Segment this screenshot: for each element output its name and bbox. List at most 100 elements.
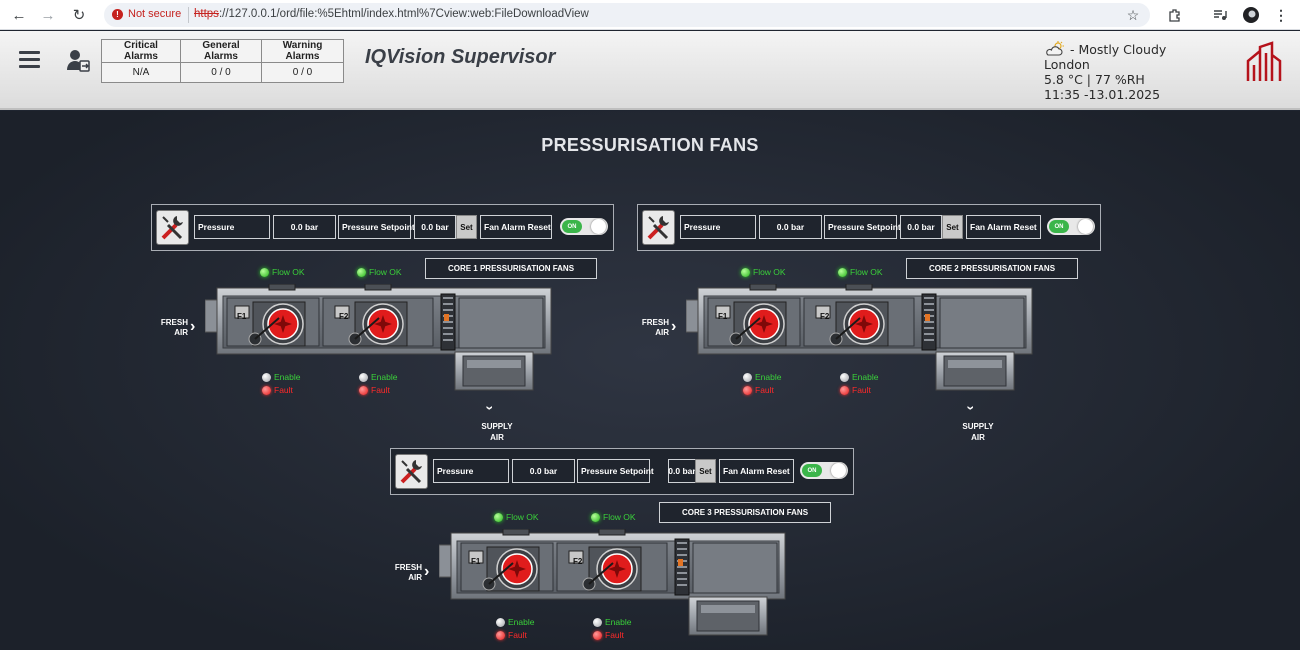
pressure-value: 0.0 bar bbox=[759, 215, 822, 239]
chevron-right-icon: › bbox=[424, 563, 430, 580]
fault-led-icon bbox=[359, 385, 368, 395]
arrow-left-icon[interactable]: ← bbox=[11, 6, 27, 24]
toggle-knob bbox=[591, 219, 606, 234]
core-1-fan-1-flow-status: Flow OK bbox=[260, 267, 305, 277]
core-1-enable-toggle[interactable]: ON bbox=[560, 218, 608, 235]
enable-led-icon bbox=[496, 617, 505, 627]
set-button[interactable]: Set bbox=[942, 215, 963, 239]
pressure-setpoint-input[interactable]: 0.0 bar bbox=[900, 215, 942, 239]
chevron-down-icon: › bbox=[482, 405, 499, 411]
core-2-fan-2-flow-status: Flow OK bbox=[838, 267, 883, 277]
warning-alarms-label[interactable]: Warning Alarms bbox=[261, 39, 344, 63]
flow-ok-led-icon bbox=[357, 267, 366, 277]
pressure-value: 0.0 bar bbox=[273, 215, 336, 239]
general-alarms-label[interactable]: General Alarms bbox=[180, 39, 262, 63]
core-3-ahu-graphic bbox=[439, 529, 789, 637]
pressure-setpoint-input[interactable]: 0.0 bar bbox=[414, 215, 456, 239]
general-alarms-value: 0 / 0 bbox=[180, 62, 262, 83]
media-icon[interactable] bbox=[1209, 4, 1231, 26]
set-button[interactable]: Set bbox=[456, 215, 477, 239]
core-3-fan-1-tag: F1 bbox=[471, 557, 481, 566]
url-text[interactable]: https://127.0.0.1/ord/file:%5Ehtml/index… bbox=[194, 8, 589, 20]
set-button[interactable]: Set bbox=[695, 459, 716, 483]
building-logo-icon bbox=[1244, 41, 1284, 83]
core-1-fan-2-flow-status: Flow OK bbox=[357, 267, 402, 277]
core-1-label: CORE 1 PRESSURISATION FANS bbox=[425, 258, 597, 279]
core-2-label: CORE 2 PRESSURISATION FANS bbox=[906, 258, 1078, 279]
enable-led-icon bbox=[593, 617, 602, 627]
critical-alarms-label[interactable]: Critical Alarms bbox=[101, 39, 181, 63]
hamburger-menu-icon[interactable] bbox=[19, 51, 40, 69]
fan-alarm-reset-button[interactable]: Fan Alarm Reset bbox=[480, 215, 552, 239]
pressure-setpoint-label: Pressure Setpoint bbox=[577, 459, 654, 483]
flow-ok-led-icon bbox=[741, 267, 750, 277]
fault-led-icon bbox=[593, 630, 602, 640]
core-3-fan-1-enable-status: Enable bbox=[496, 617, 534, 627]
core-3-control-bar: Pressure 0.0 bar Pressure Setpoint 0.0 b… bbox=[390, 448, 854, 495]
user-logout-icon[interactable] bbox=[66, 48, 92, 74]
core-3-fan-2-enable-status: Enable bbox=[593, 617, 631, 627]
app-title: IQVision Supervisor bbox=[365, 46, 556, 68]
app-header: Critical Alarms General Alarms Warning A… bbox=[0, 31, 1300, 110]
star-icon[interactable]: ☆ bbox=[1126, 6, 1140, 23]
extensions-icon[interactable] bbox=[1164, 4, 1186, 26]
core-1-fan-2-enable-status: Enable bbox=[359, 372, 397, 382]
core-1-ahu-graphic bbox=[204, 283, 555, 397]
flow-ok-led-icon bbox=[591, 512, 600, 522]
pressure-setpoint-label: Pressure Setpoint bbox=[824, 215, 901, 239]
core-1-fan-1-fault-status: Fault bbox=[262, 385, 293, 395]
pressure-setpoint-input[interactable]: 0.0 bar bbox=[668, 459, 696, 483]
address-bar[interactable]: ! Not secure https://127.0.0.1/ord/file:… bbox=[104, 3, 1150, 27]
chevron-down-icon: › bbox=[963, 405, 980, 411]
toggle-knob bbox=[831, 463, 846, 478]
fault-led-icon bbox=[496, 630, 505, 640]
browser-toolbar: ← → ↻ ! Not secure https://127.0.0.1/ord… bbox=[0, 0, 1300, 30]
core-2-ahu-graphic bbox=[685, 283, 1036, 397]
toggle-knob bbox=[1078, 219, 1093, 234]
flow-ok-led-icon bbox=[260, 267, 269, 277]
page-title: PRESSURISATION FANS bbox=[541, 135, 759, 155]
fan-alarm-reset-button[interactable]: Fan Alarm Reset bbox=[719, 459, 794, 483]
url-path: ://127.0.0.1/ord/file:%5Ehtml/index.html… bbox=[218, 8, 589, 20]
divider bbox=[188, 7, 189, 23]
more-menu-icon[interactable]: ⋮ bbox=[1274, 6, 1288, 23]
toggle-on-label: ON bbox=[802, 464, 822, 477]
core-2-fan-2-tag: F2 bbox=[820, 312, 830, 321]
weather-location: London bbox=[1044, 57, 1090, 72]
critical-alarms-value: N/A bbox=[101, 62, 181, 83]
pressure-value: 0.0 bar bbox=[512, 459, 575, 483]
fault-led-icon bbox=[262, 385, 271, 395]
core-3-label: CORE 3 PRESSURISATION FANS bbox=[659, 502, 831, 523]
core-1-fan-2-tag: F2 bbox=[339, 312, 349, 321]
wrench-screwdriver-icon[interactable] bbox=[642, 210, 675, 245]
core-3-fan-1-fault-status: Fault bbox=[496, 630, 527, 640]
core-1-fan-1-tag: F1 bbox=[237, 312, 247, 321]
url-scheme: https bbox=[194, 8, 219, 20]
enable-led-icon bbox=[359, 372, 368, 382]
arrow-right-icon[interactable]: → bbox=[40, 6, 56, 24]
profile-avatar[interactable] bbox=[1240, 4, 1262, 26]
reload-icon[interactable]: ↻ bbox=[72, 7, 86, 24]
fault-led-icon bbox=[743, 385, 752, 395]
alarm-summary-table: Critical Alarms General Alarms Warning A… bbox=[101, 39, 344, 83]
chevron-right-icon: › bbox=[671, 318, 677, 335]
wrench-screwdriver-icon[interactable] bbox=[156, 210, 189, 245]
core-2-fan-1-tag: F1 bbox=[718, 312, 728, 321]
partly-cloudy-icon bbox=[1046, 41, 1064, 56]
weather-datetime: 11:35 -13.01.2025 bbox=[1044, 87, 1161, 102]
core-1-control-bar: Pressure 0.0 bar Pressure Setpoint 0.0 b… bbox=[151, 204, 614, 251]
core-2-control-bar: Pressure 0.0 bar Pressure Setpoint 0.0 b… bbox=[637, 204, 1101, 251]
flow-ok-led-icon bbox=[838, 267, 847, 277]
security-label: Not secure bbox=[128, 8, 182, 20]
warning-icon: ! bbox=[112, 8, 123, 20]
core-2-enable-toggle[interactable]: ON bbox=[1047, 218, 1095, 235]
fan-alarm-reset-button[interactable]: Fan Alarm Reset bbox=[966, 215, 1041, 239]
security-indicator[interactable]: ! Not secure bbox=[112, 8, 181, 20]
wrench-screwdriver-icon[interactable] bbox=[395, 454, 428, 489]
pressure-label: Pressure bbox=[194, 215, 270, 239]
core-3-enable-toggle[interactable]: ON bbox=[800, 462, 848, 479]
